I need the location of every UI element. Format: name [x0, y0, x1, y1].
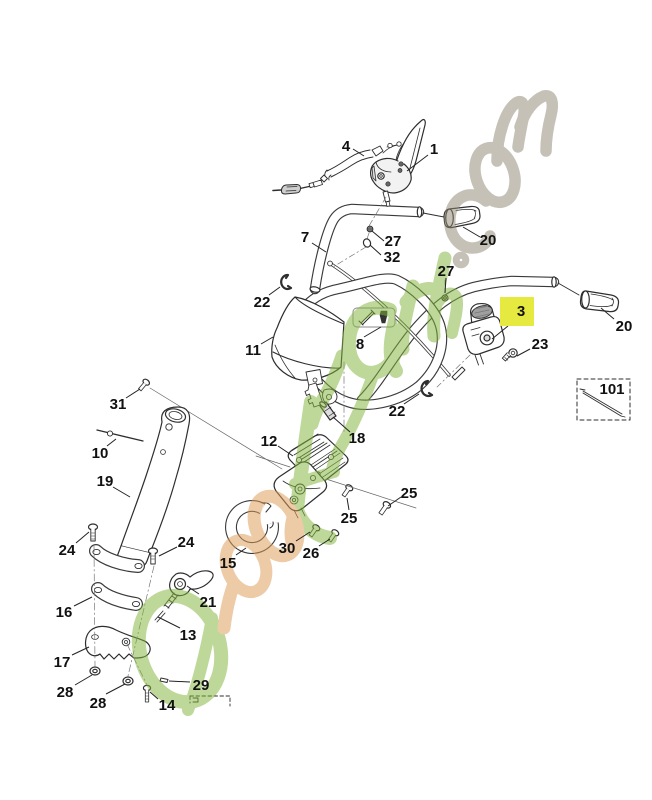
svg-text:25: 25: [341, 510, 358, 527]
svg-text:1: 1: [430, 141, 438, 158]
svg-text:28: 28: [90, 695, 107, 712]
svg-text:14: 14: [159, 697, 176, 714]
svg-text:30: 30: [279, 540, 296, 557]
svg-text:7: 7: [301, 229, 309, 246]
svg-text:15: 15: [220, 555, 237, 572]
svg-text:24: 24: [178, 534, 195, 551]
svg-text:23: 23: [532, 336, 549, 353]
svg-text:3: 3: [517, 303, 525, 320]
svg-text:4: 4: [342, 138, 351, 155]
svg-text:17: 17: [54, 654, 71, 671]
svg-text:28: 28: [57, 684, 74, 701]
svg-text:19: 19: [97, 473, 114, 490]
svg-text:27: 27: [385, 233, 402, 250]
svg-text:12: 12: [261, 433, 278, 450]
svg-text:31: 31: [110, 396, 127, 413]
svg-text:13: 13: [180, 627, 197, 644]
svg-text:32: 32: [384, 249, 401, 266]
svg-text:10: 10: [92, 445, 109, 462]
svg-text:25: 25: [401, 485, 418, 502]
svg-text:27: 27: [438, 263, 455, 280]
svg-text:20: 20: [616, 318, 633, 335]
svg-text:22: 22: [389, 403, 406, 420]
svg-text:21: 21: [200, 594, 217, 611]
svg-text:20: 20: [480, 232, 497, 249]
svg-text:24: 24: [59, 542, 76, 559]
svg-text:22: 22: [254, 294, 271, 311]
svg-text:29: 29: [193, 677, 210, 694]
svg-text:11: 11: [245, 342, 261, 359]
svg-text:18: 18: [349, 430, 366, 447]
svg-text:101: 101: [599, 381, 624, 398]
svg-text:8: 8: [356, 336, 364, 353]
svg-text:16: 16: [56, 604, 73, 621]
svg-text:26: 26: [303, 545, 320, 562]
